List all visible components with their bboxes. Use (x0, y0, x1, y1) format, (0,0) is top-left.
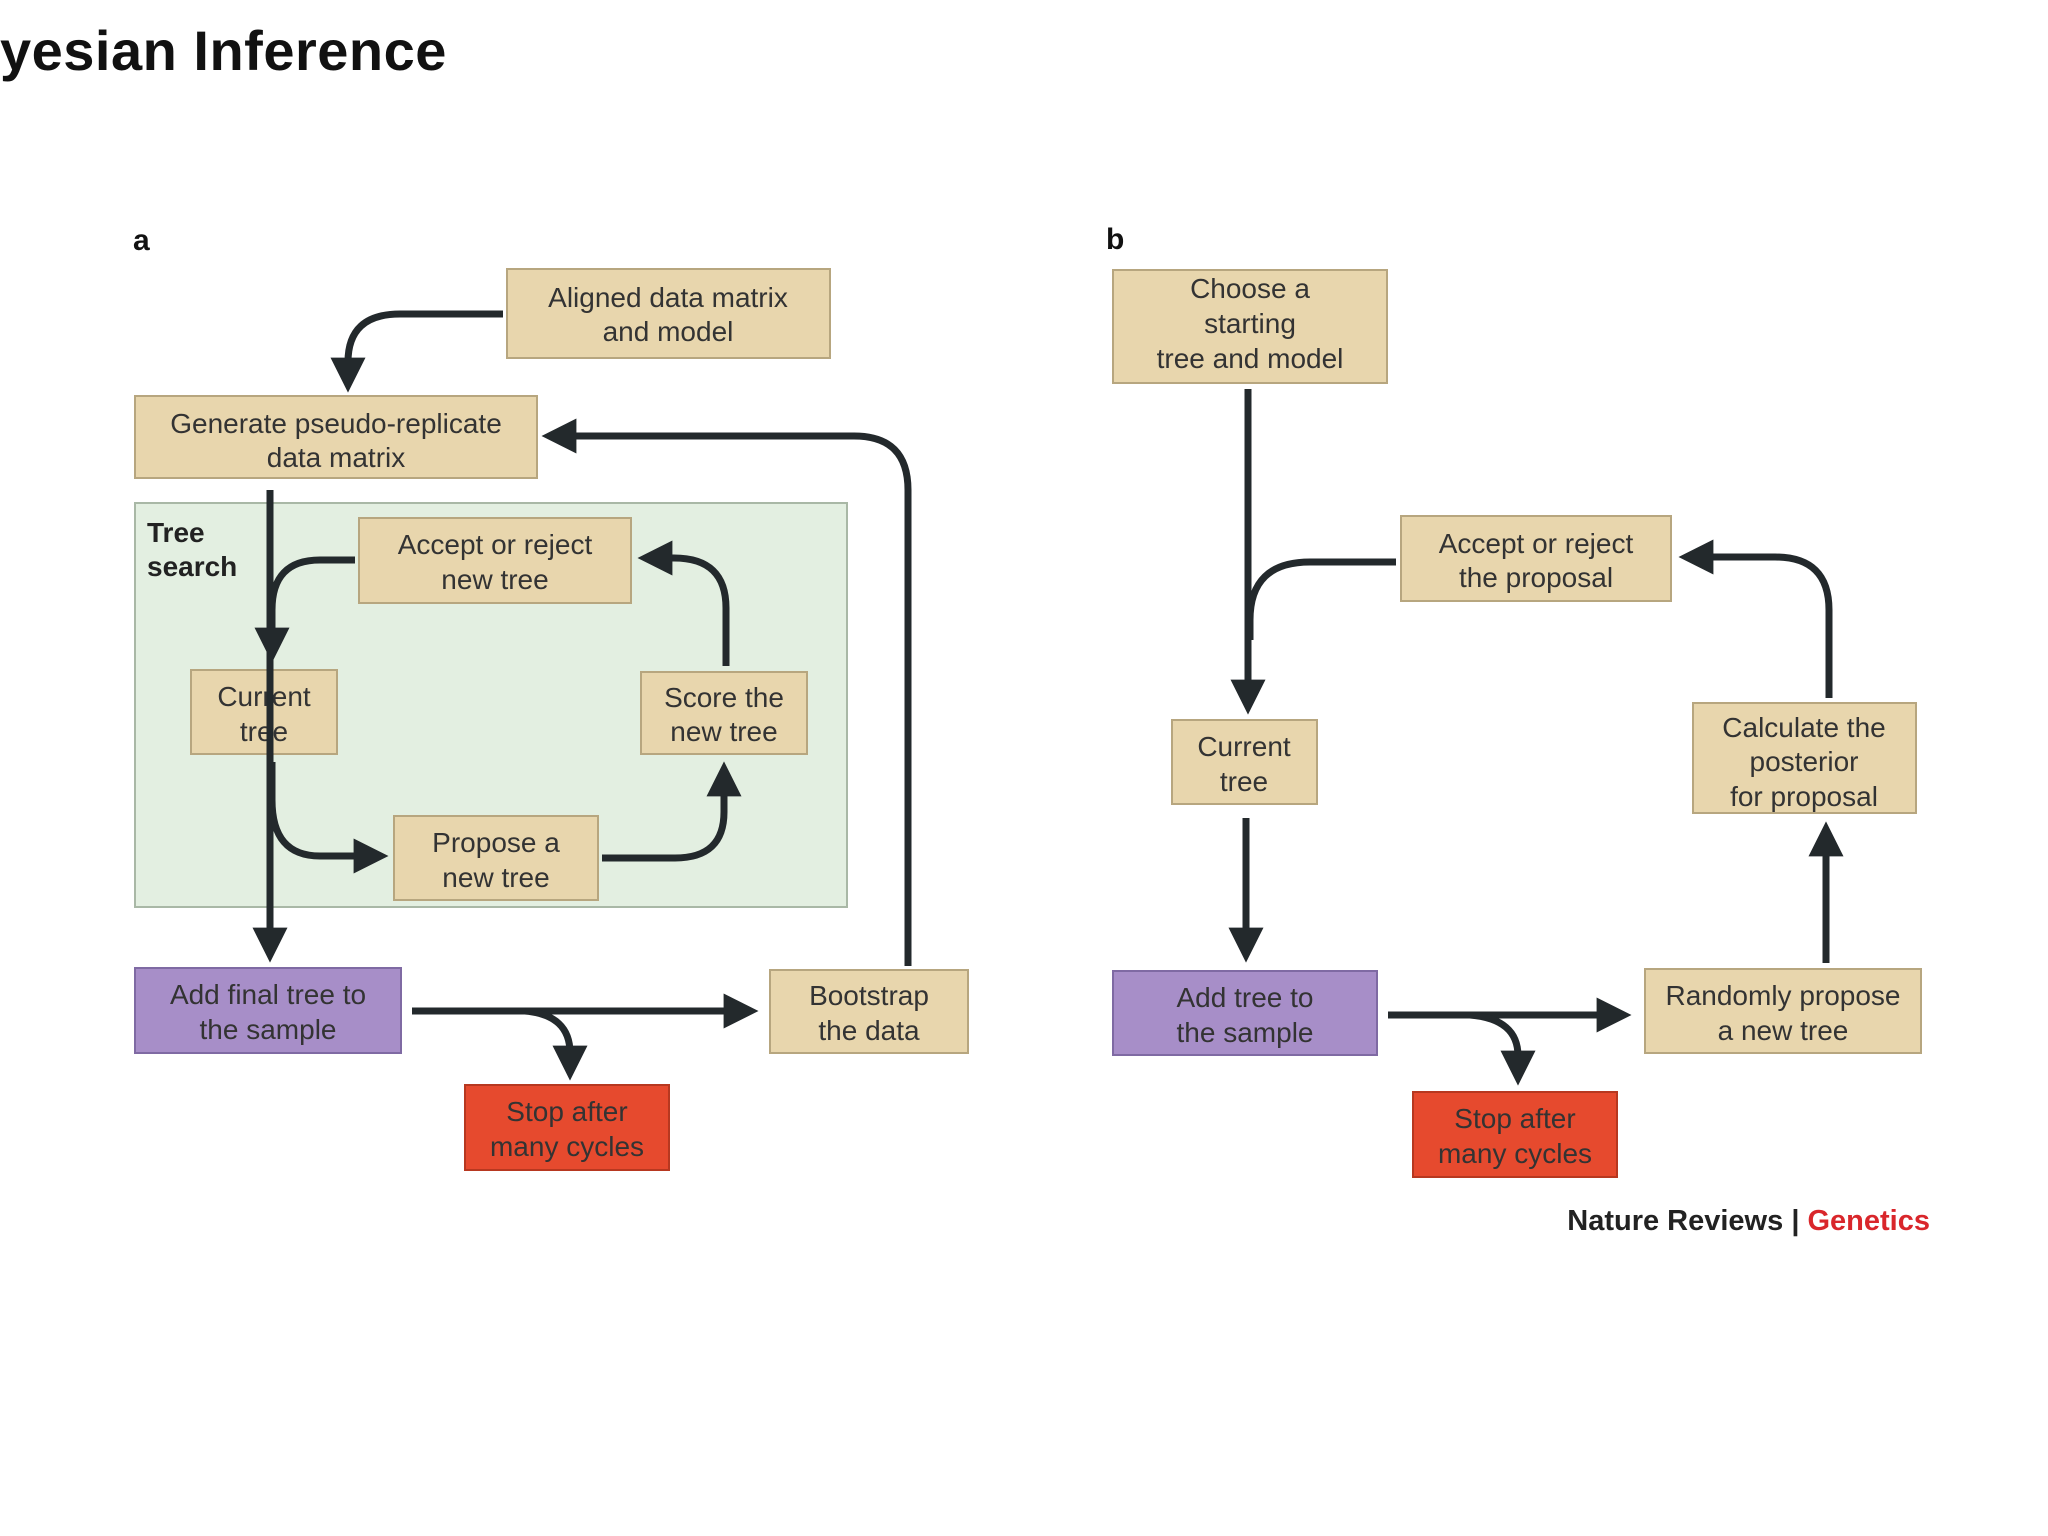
slide-title: yesian Inference (0, 19, 447, 82)
arrow-score-to-accept (637, 540, 730, 666)
arrow-calculate-to-accept-b (1678, 539, 1833, 698)
arrow-branch-to-stop-a (524, 1007, 588, 1081)
arrow-bootstrap-to-generate (541, 418, 912, 966)
panel-b-label: b (1106, 223, 1124, 256)
arrow-accept-joins-current (254, 556, 355, 663)
arrow-accept-joins-current-b (1246, 558, 1396, 640)
panel-a-label: a (133, 224, 150, 257)
journal-credit: Nature Reviews | Genetics (1567, 1205, 1930, 1237)
arrow-propose-to-score (602, 761, 742, 862)
arrow-aligned-to-generate (330, 310, 503, 393)
arrow-current-to-propose (268, 762, 389, 874)
tree-search-label: Tree search (147, 517, 237, 582)
arrow-branch-to-stop-b (1469, 1011, 1536, 1086)
